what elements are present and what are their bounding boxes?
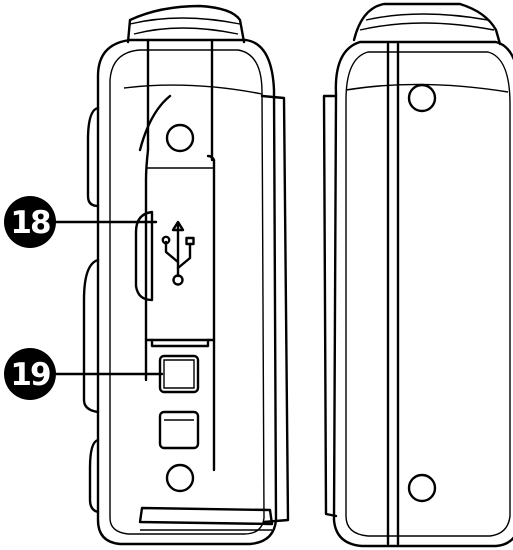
camera-left-side-view bbox=[82, 4, 290, 546]
screw-top bbox=[165, 123, 195, 153]
camera-right-side-view bbox=[322, 2, 513, 548]
top-dial bbox=[126, 4, 246, 44]
camera-body-outline bbox=[96, 38, 278, 546]
callout-18: 18 bbox=[4, 196, 158, 248]
usb-icon bbox=[161, 220, 195, 286]
usb-port bbox=[134, 210, 154, 302]
screw-bottom-right bbox=[407, 473, 437, 503]
callout-19-number: 19 bbox=[10, 357, 50, 393]
top-dial-right bbox=[352, 2, 502, 46]
lower-eyelet bbox=[158, 410, 200, 450]
screw-top-right bbox=[407, 83, 437, 113]
callout-18-number: 18 bbox=[10, 205, 50, 241]
camera-body-outline-right bbox=[332, 40, 513, 548]
callout-19: 19 bbox=[4, 348, 164, 400]
usb-port-door bbox=[138, 94, 216, 342]
screw-bottom bbox=[165, 463, 195, 493]
strap-eyelet bbox=[150, 338, 210, 394]
